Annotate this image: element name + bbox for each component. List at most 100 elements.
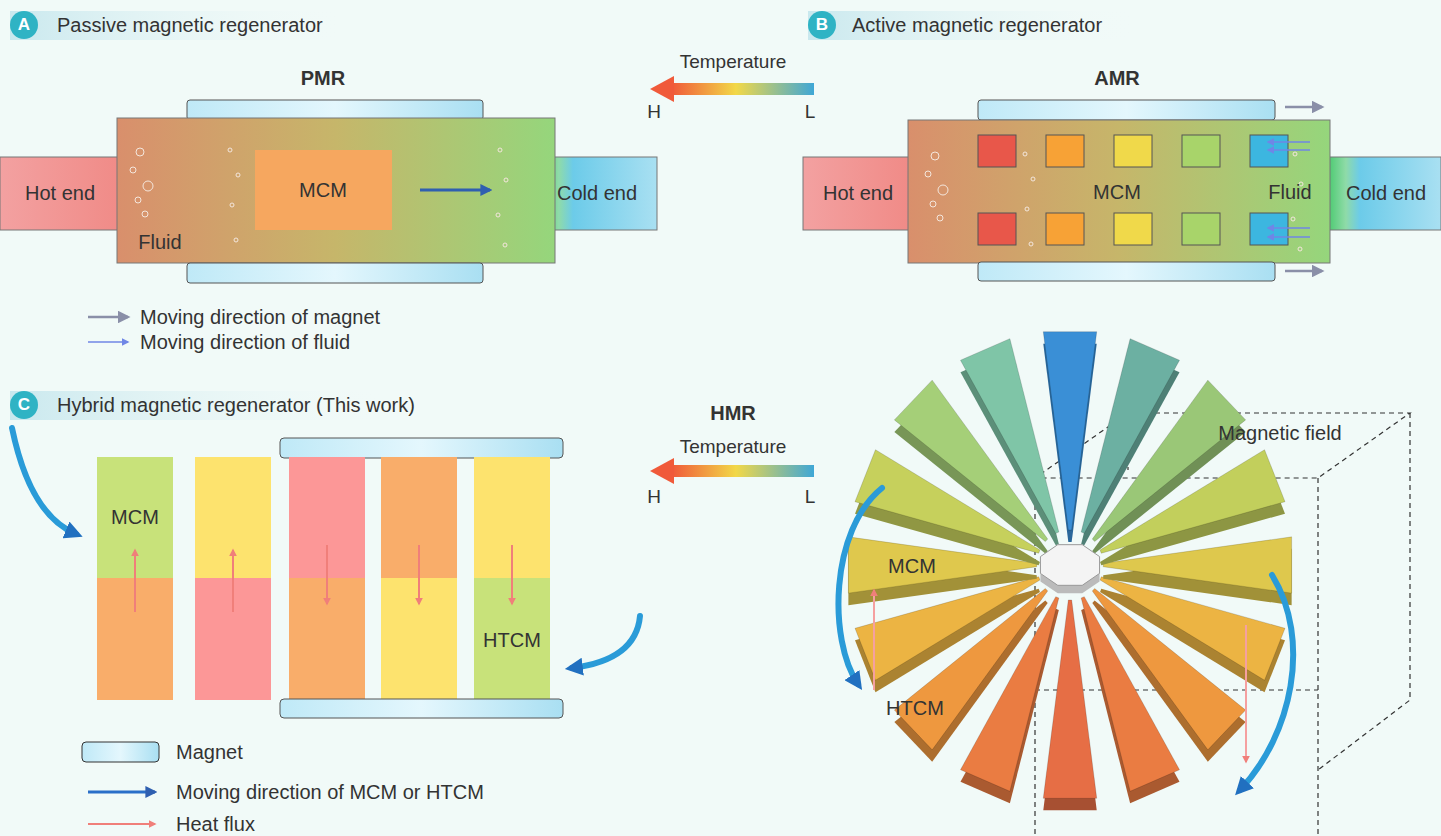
- node-label: HTCM: [483, 629, 541, 652]
- bubble: [504, 178, 508, 182]
- mcm-blocks: [978, 135, 1288, 245]
- bubble: [931, 152, 939, 160]
- magnet-arrow: [1285, 106, 1322, 109]
- node-label: HTCM: [886, 697, 944, 720]
- node-heading: AMR: [1094, 67, 1140, 90]
- temperature-arrow: [650, 76, 814, 102]
- wheel: [848, 332, 1291, 811]
- magnet: [978, 262, 1275, 281]
- motion-arrow: [838, 488, 882, 684]
- node-label: Hot end: [823, 182, 893, 205]
- columns: [97, 457, 550, 700]
- mcm-block: [978, 213, 1016, 245]
- mcm-block: [1182, 213, 1220, 245]
- node-label: MCM: [888, 555, 936, 578]
- magnet-arrow: [1285, 270, 1322, 273]
- bubble: [143, 181, 153, 191]
- bubble: [234, 238, 238, 242]
- bubble: [135, 197, 141, 203]
- bubble: [228, 148, 232, 152]
- badge: [808, 11, 836, 39]
- mcm-block: [1114, 135, 1152, 167]
- legend-text: Moving direction of magnet: [140, 306, 380, 328]
- blade-label: MCM: [880, 548, 946, 584]
- blade: [1043, 332, 1096, 542]
- mcm-block: MCM: [255, 150, 392, 230]
- heat-flux-arrows: [135, 545, 512, 612]
- end-box: Hot end: [0, 157, 120, 230]
- node-label: Fluid: [1268, 181, 1311, 204]
- bubble: [925, 171, 931, 177]
- legend-text: Heat flux: [176, 813, 255, 835]
- blade-face: [960, 339, 1058, 534]
- axis-end: L: [805, 486, 816, 508]
- motion-arrow: [12, 428, 76, 534]
- legend-sample: [88, 823, 155, 825]
- mcm-column: MCM: [97, 457, 173, 578]
- heat-flux-arrow: [1245, 625, 1247, 762]
- blade: [960, 339, 1058, 546]
- bubbles: [130, 148, 508, 247]
- legend-sample: [88, 316, 128, 319]
- magnet: [187, 100, 483, 120]
- bubble: [937, 215, 943, 221]
- bubble: [236, 173, 240, 177]
- legend-text: Moving direction of fluid: [140, 331, 350, 353]
- panel-heading: Hybrid magnetic regenerator (This work): [57, 394, 415, 417]
- motion-arrow: [572, 616, 640, 668]
- mcm-block: [1250, 213, 1288, 245]
- cold-end: [1325, 157, 1441, 230]
- bubbles: [925, 152, 1303, 251]
- blade: [1081, 339, 1179, 546]
- heat-flux-arrow: [873, 590, 875, 690]
- mcm-block: [255, 150, 392, 230]
- legend-entry: Magnet: [176, 741, 243, 764]
- blade-label: HTCM: [878, 690, 952, 726]
- mcm-block: [1250, 135, 1288, 167]
- bubble: [503, 243, 507, 247]
- badge-letter: B: [816, 15, 828, 35]
- legend-sample: [82, 742, 159, 762]
- field-box: [1035, 413, 1410, 836]
- fluid-arrow: [420, 189, 490, 192]
- node-label: Hot end: [25, 182, 95, 205]
- badge: [10, 11, 38, 39]
- motion-arrow: [1240, 575, 1293, 790]
- panel-heading: Active magnetic regenerator: [852, 14, 1102, 37]
- node-label: MCM: [111, 506, 159, 529]
- node-label: Fluid: [138, 231, 181, 254]
- temperature-arrow: [650, 458, 814, 484]
- panel-heading: Passive magnetic regenerator: [57, 14, 323, 37]
- legend-entry: Moving direction of MCM or HTCM: [176, 781, 484, 804]
- mcm-block: [1182, 135, 1220, 167]
- legend-entry: Heat flux: [176, 813, 255, 836]
- legend-text: Moving direction of MCM or HTCM: [176, 781, 484, 803]
- legend-entry: Moving direction of fluid: [140, 331, 350, 354]
- node-heading: PMR: [301, 67, 345, 90]
- badge-letter: C: [18, 395, 30, 415]
- bubble: [1298, 247, 1302, 251]
- axis-end: L: [805, 101, 816, 123]
- panel-name: HMR: [710, 402, 756, 425]
- node-label: Cold end: [557, 182, 637, 205]
- mcm-block: [1114, 213, 1152, 245]
- end-box: Hot end: [803, 157, 908, 230]
- regenerator-body: [908, 120, 1330, 263]
- axis-label: Temperature: [680, 51, 787, 73]
- blade-face: [1081, 339, 1179, 534]
- magnet: [280, 438, 563, 458]
- bubble: [130, 167, 136, 173]
- regenerator-body: [117, 118, 555, 263]
- node-label: MCM: [1093, 181, 1141, 204]
- hot-end: [803, 157, 913, 230]
- legend-entry: Moving direction of magnet: [140, 306, 380, 329]
- regenerator: PMRFluidMCM: [117, 118, 555, 263]
- hot-end: [0, 157, 125, 230]
- bubble: [230, 203, 234, 207]
- field-box: Magnetic field: [1035, 413, 1410, 478]
- bubble: [930, 201, 936, 207]
- end-box: Cold end: [1330, 157, 1441, 230]
- regenerator: AMRMCMFluid: [908, 120, 1330, 263]
- mcm-block: [1046, 213, 1084, 245]
- legend-text: Magnet: [176, 741, 243, 763]
